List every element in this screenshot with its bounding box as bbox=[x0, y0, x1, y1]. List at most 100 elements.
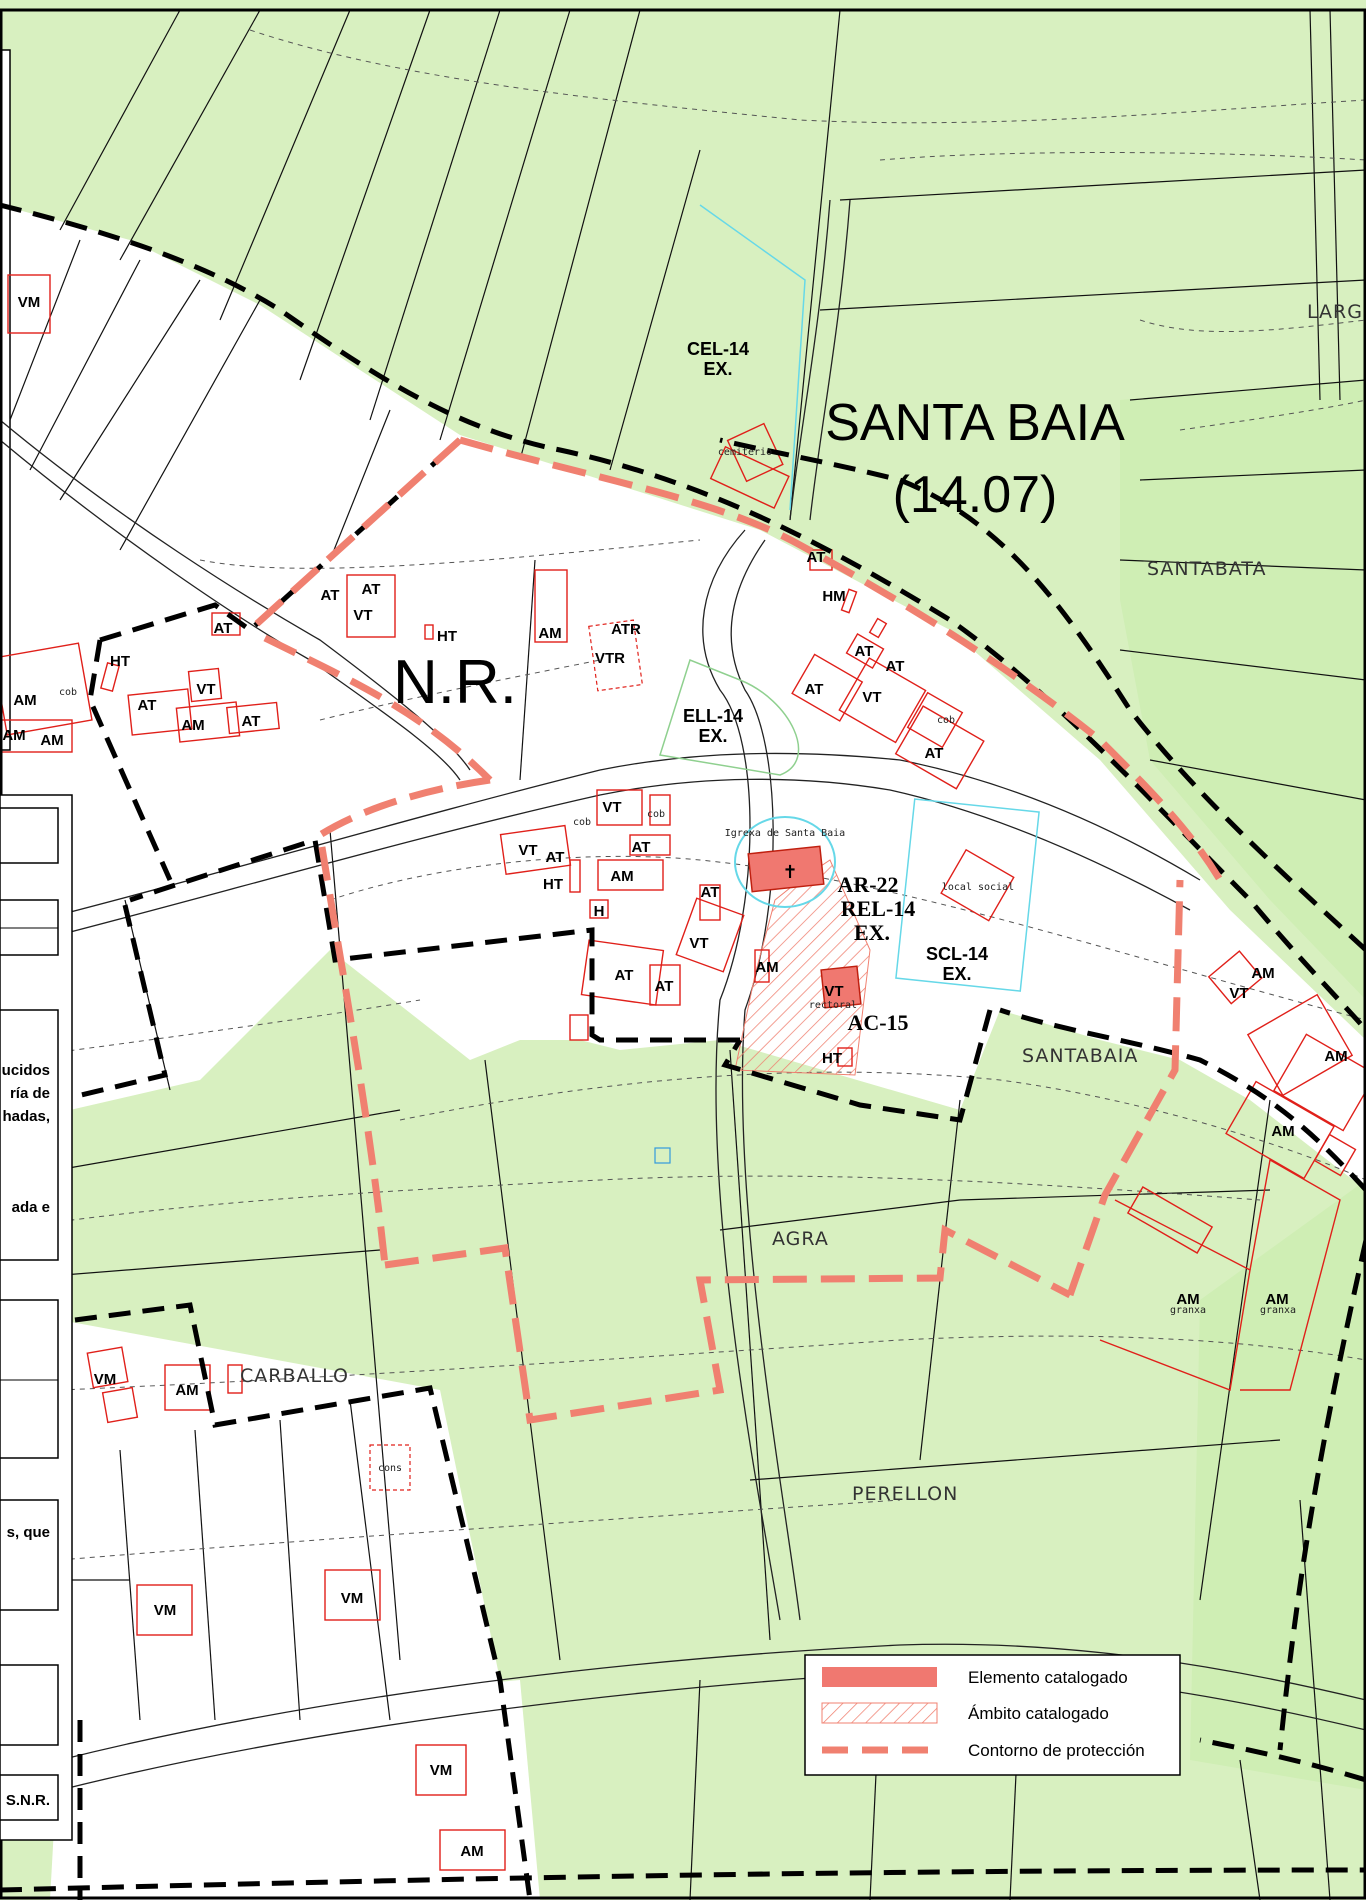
side-text-6: S.N.R. bbox=[6, 1792, 50, 1809]
urban-area-lower bbox=[60, 1320, 500, 1780]
building-code-label: AM bbox=[610, 868, 633, 885]
cob-label-3: cob bbox=[647, 809, 665, 820]
side-text-3: hadas, bbox=[2, 1108, 50, 1125]
building-code-label: AT bbox=[362, 581, 381, 598]
building-code-label: AT bbox=[615, 967, 634, 984]
scl-zone-outline bbox=[895, 798, 1040, 992]
building-code-label: AT bbox=[632, 839, 651, 856]
settlement-name: SANTA BAIA bbox=[825, 394, 1125, 452]
catalog-ar22-code: AR-22 bbox=[837, 872, 898, 897]
side-text-4: ada e bbox=[12, 1199, 50, 1216]
forest-area-bottom-right bbox=[1190, 1180, 1366, 1790]
building-code-label: AM bbox=[181, 717, 204, 734]
ell-zone-outline bbox=[659, 659, 800, 776]
building-code-label: AT bbox=[701, 884, 720, 901]
building-code-label: VM bbox=[341, 1590, 364, 1607]
building-code-label: AT bbox=[886, 658, 905, 675]
cob-label-4: cob bbox=[937, 715, 955, 726]
zone-cel-status: EX. bbox=[703, 359, 732, 379]
urban-area-bottom bbox=[50, 1680, 540, 1900]
building-code-label: VM bbox=[18, 294, 41, 311]
settlement-code: (14.07) bbox=[893, 466, 1058, 524]
cemetery-label: cemiterio bbox=[718, 447, 772, 458]
building-code-labels: VM AM AM AM HT AT VT AM AT AT AT AT VT H… bbox=[2, 294, 1347, 1860]
building-code-label: VT bbox=[1229, 985, 1248, 1002]
cemetery-zone-outline bbox=[699, 204, 806, 511]
building-code-label: AT bbox=[925, 745, 944, 762]
church-name-label: Igrexa de Santa Baia bbox=[725, 828, 845, 839]
rectoral-catalogued-element bbox=[820, 965, 862, 1009]
building-code-label: AM bbox=[2, 727, 25, 744]
legend-label-elemento: Elemento catalogado bbox=[968, 1668, 1128, 1687]
building-code-label: AM bbox=[1176, 1291, 1199, 1308]
legend: Elemento catalogado Ámbito catalogado Co… bbox=[804, 1654, 1181, 1776]
place-santabaia: SANTABAIA bbox=[1022, 1045, 1138, 1067]
nucleus-label: N.R. bbox=[393, 648, 517, 717]
building-code-label: VT bbox=[196, 681, 215, 698]
place-carballo: CARBALLO bbox=[240, 1365, 349, 1387]
side-text-5: s, que bbox=[7, 1524, 50, 1541]
building-code-label: AT bbox=[655, 978, 674, 995]
legend-label-ambito: Ámbito catalogado bbox=[968, 1704, 1109, 1723]
granxa-label-2: granxa bbox=[1260, 1305, 1296, 1316]
place-santabata: SANTABATA bbox=[1147, 558, 1266, 580]
building-code-label: AT bbox=[805, 681, 824, 698]
building-code-label: AM bbox=[1324, 1048, 1347, 1065]
building-code-label: HT bbox=[822, 1050, 842, 1067]
building-code-label: HT bbox=[437, 628, 457, 645]
legend-label-contorno: Contorno de protección bbox=[968, 1741, 1145, 1760]
cross-icon: ✝ bbox=[782, 862, 797, 882]
zone-cel-code: CEL-14 bbox=[687, 339, 749, 359]
building-code-label: HT bbox=[110, 653, 130, 670]
building-code-label: VM bbox=[430, 1762, 453, 1779]
forest-area-right bbox=[1120, 380, 1366, 1000]
catalog-rel14-code: REL-14 bbox=[841, 896, 916, 921]
buildings bbox=[0, 274, 1366, 1871]
building-code-label: AM bbox=[175, 1382, 198, 1399]
building-code-label: VT bbox=[518, 842, 537, 859]
left-frame-strip bbox=[0, 49, 11, 751]
cons-label: cons bbox=[378, 1463, 402, 1474]
building-code-label: AM bbox=[13, 692, 36, 709]
cob-label-1: cob bbox=[59, 687, 77, 698]
cob-label-2: cob bbox=[573, 817, 591, 828]
place-larg: LARG bbox=[1307, 301, 1363, 323]
building-code-label: AM bbox=[1265, 1291, 1288, 1308]
building-code-label: AT bbox=[546, 849, 565, 866]
building-code-label: AT bbox=[138, 697, 157, 714]
legend-symbol-hatch bbox=[821, 1702, 938, 1724]
building-code-label: AT bbox=[242, 713, 261, 730]
building-code-label: AM bbox=[1271, 1123, 1294, 1140]
building-code-label: HM bbox=[822, 588, 845, 605]
granxa-label-1: granxa bbox=[1170, 1305, 1206, 1316]
local-social-label: local social bbox=[942, 882, 1014, 893]
catalog-ar22-status: EX. bbox=[854, 920, 890, 945]
building-code-label: AM bbox=[40, 732, 63, 749]
zone-ell-code: ELL-14 bbox=[683, 706, 743, 726]
survey-marker-icon bbox=[654, 1147, 671, 1164]
zone-scl-code: SCL-14 bbox=[926, 944, 988, 964]
building-code-label: VTR bbox=[595, 650, 625, 667]
church-catalogued-element bbox=[747, 845, 825, 893]
building-code-label: VT bbox=[353, 607, 372, 624]
building-code-label: AT bbox=[855, 643, 874, 660]
place-agra: AGRA bbox=[772, 1228, 829, 1250]
building-code-label: H bbox=[594, 903, 605, 920]
zone-ell-status: EX. bbox=[698, 726, 727, 746]
building-code-label: AM bbox=[1251, 965, 1274, 982]
church-cyan-halo bbox=[734, 816, 836, 908]
building-code-label: VT bbox=[689, 935, 708, 952]
side-panel: ucidos ría de hadas, ada e s, que S.N.R. bbox=[0, 794, 73, 1841]
building-code-label: AT bbox=[807, 549, 826, 566]
building-code-label: VM bbox=[154, 1602, 177, 1619]
catalog-ac15-code: AC-15 bbox=[847, 1010, 908, 1035]
building-code-label: AT bbox=[321, 587, 340, 604]
roads bbox=[0, 199, 1366, 1791]
side-text-1: ucidos bbox=[2, 1062, 50, 1079]
building-code-label: VT bbox=[602, 799, 621, 816]
legend-symbol-solid bbox=[822, 1667, 937, 1687]
building-code-label: HT bbox=[543, 876, 563, 893]
building-code-label: ATR bbox=[611, 621, 641, 638]
building-code-label: VT bbox=[862, 689, 881, 706]
